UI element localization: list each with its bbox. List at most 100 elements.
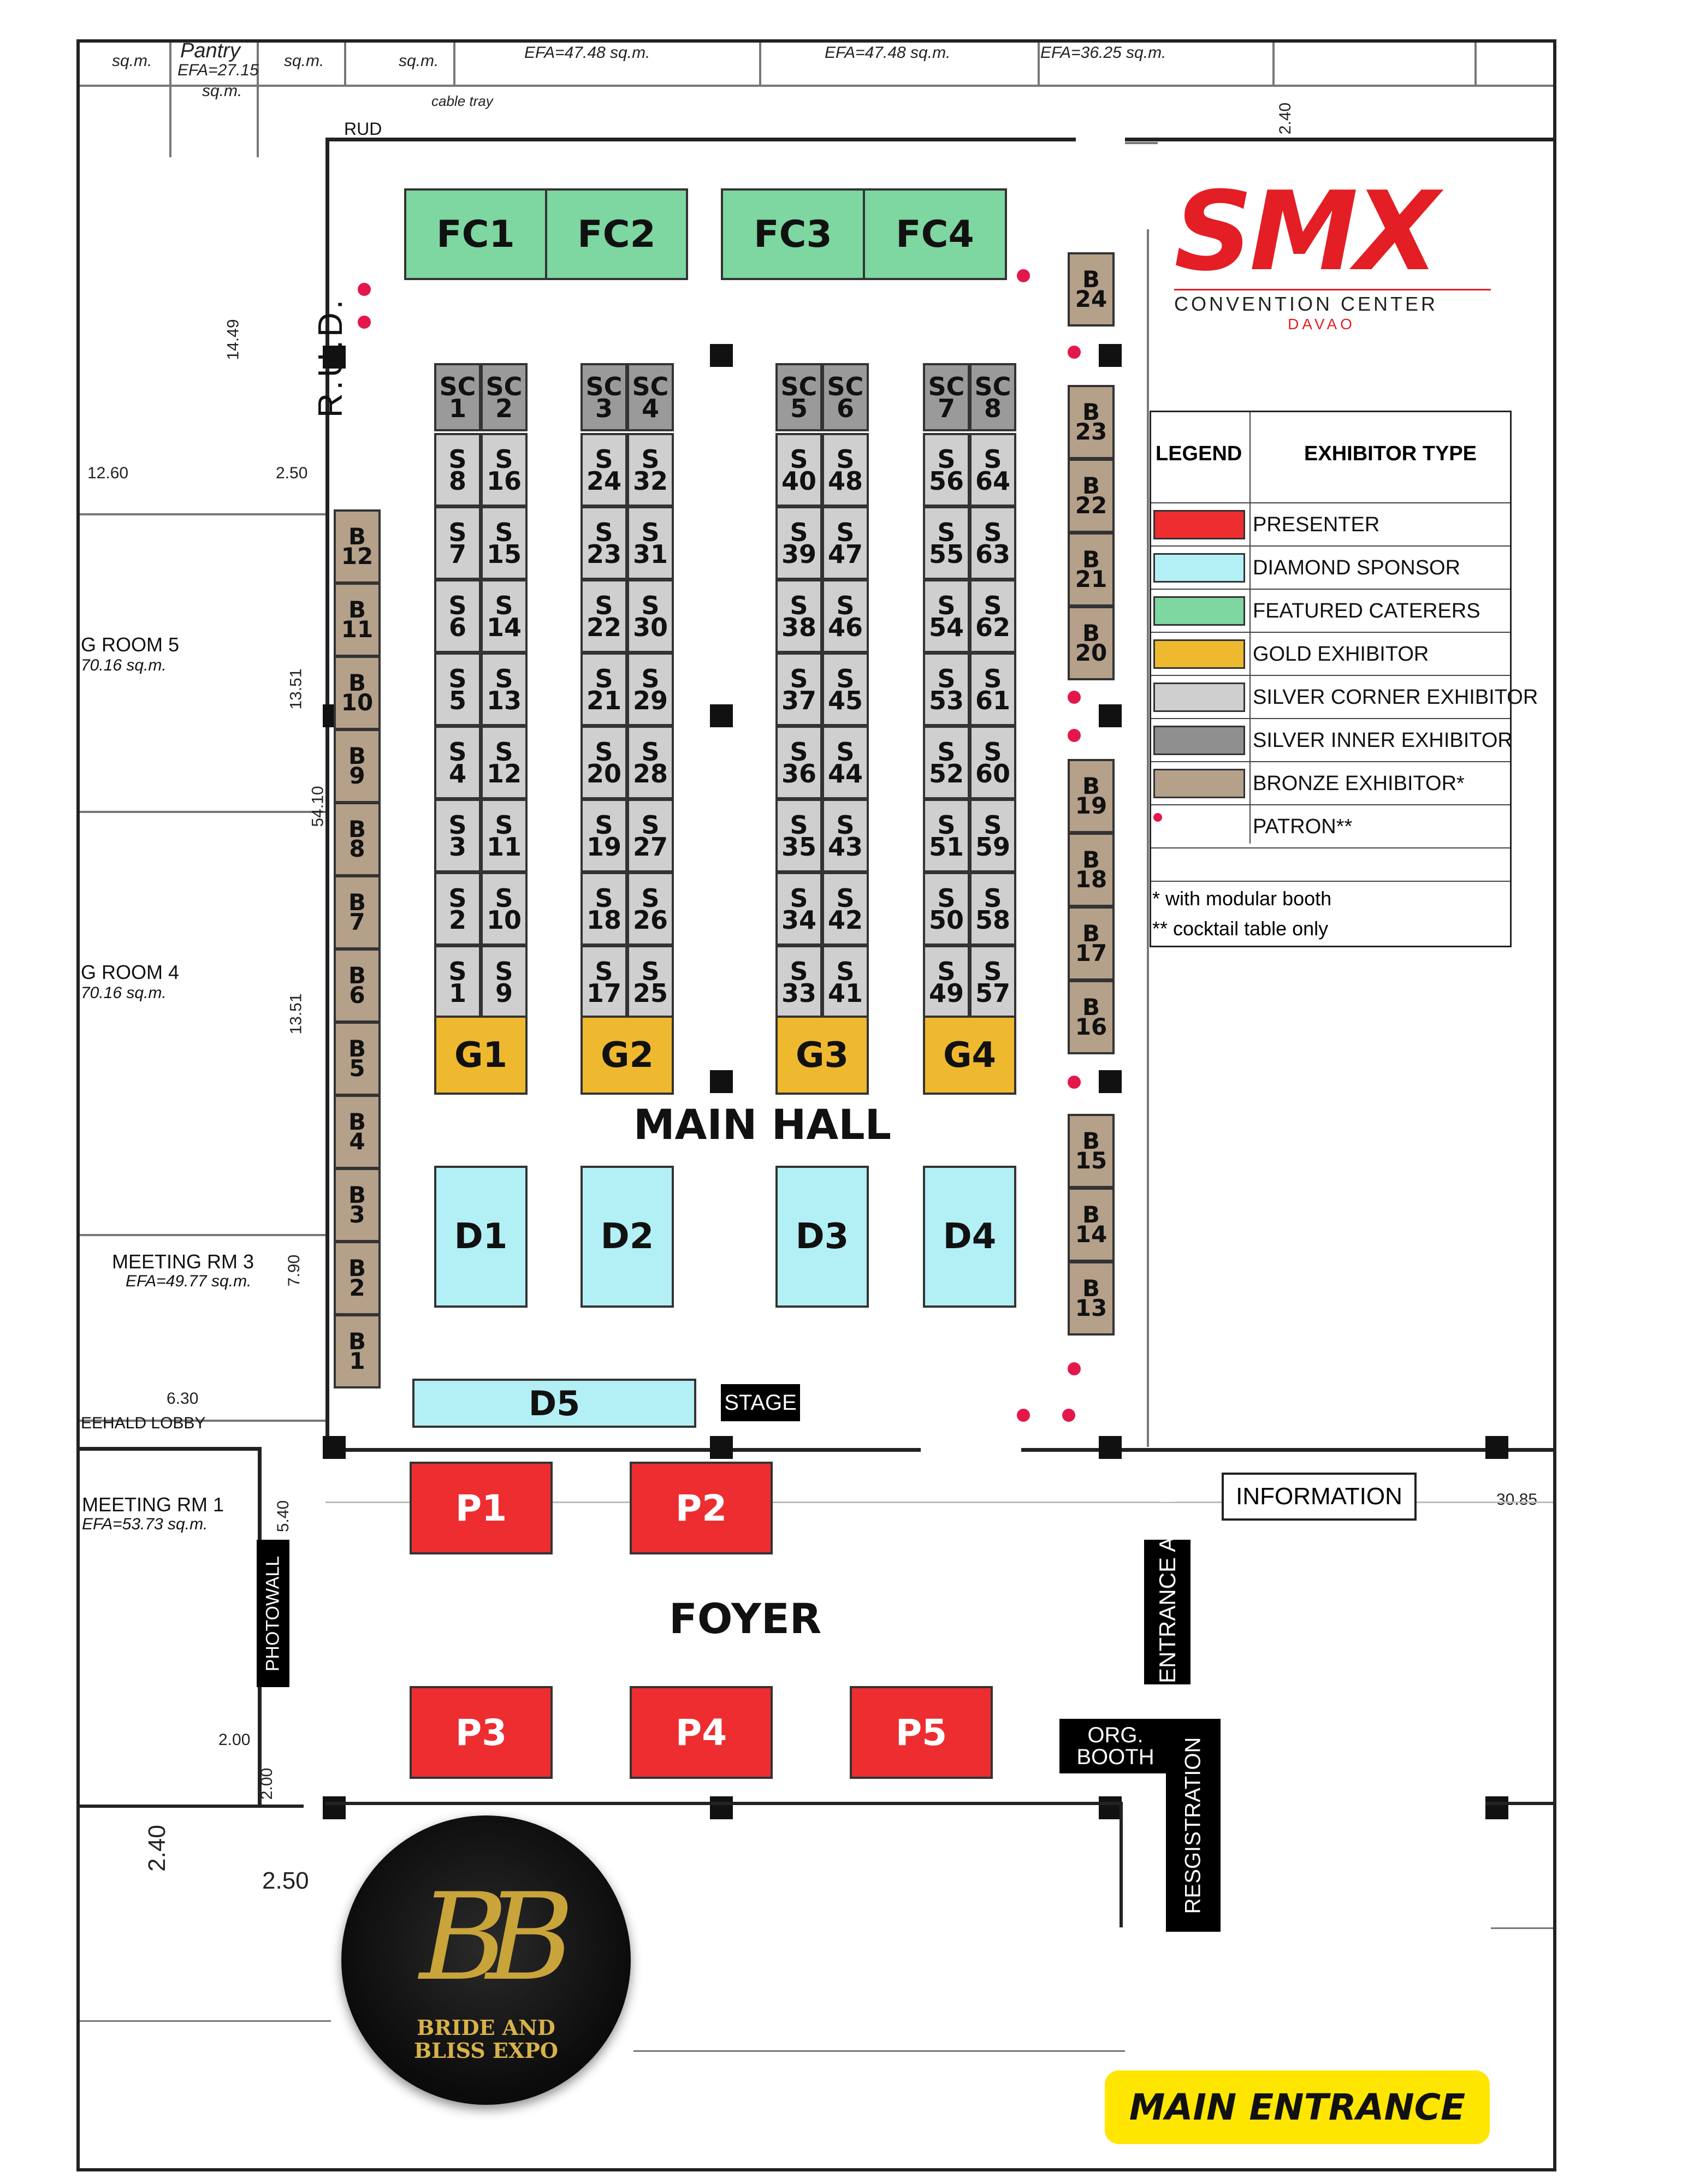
- booth-bronze[interactable]: B 18: [1068, 833, 1115, 907]
- booth-silver-corner[interactable]: S 57: [969, 945, 1016, 1019]
- booth-silver-corner[interactable]: S 26: [627, 872, 674, 946]
- booth-bronze[interactable]: B 7: [334, 875, 381, 949]
- booth-silver-corner[interactable]: S 31: [627, 506, 674, 580]
- booth-silver-corner[interactable]: S 40: [775, 433, 822, 507]
- booth-silver-corner[interactable]: S 17: [581, 945, 627, 1019]
- booth-silver-corner[interactable]: S 43: [822, 799, 869, 873]
- booth-silver-corner[interactable]: S 48: [822, 433, 869, 507]
- booth-p5[interactable]: P5: [850, 1686, 993, 1779]
- booth-bronze[interactable]: B 12: [334, 509, 381, 584]
- booth-silver-corner[interactable]: S 60: [969, 726, 1016, 799]
- booth-silver-corner[interactable]: S 8: [434, 433, 481, 507]
- booth-d4[interactable]: D4: [923, 1166, 1016, 1308]
- booth-silver-corner[interactable]: S 9: [481, 945, 528, 1019]
- booth-bronze[interactable]: B 2: [334, 1241, 381, 1315]
- booth-silver-corner[interactable]: S 23: [581, 506, 627, 580]
- booth-silver-corner[interactable]: S 30: [627, 579, 674, 653]
- booth-sc3[interactable]: SC 3: [581, 363, 627, 431]
- booth-silver-corner[interactable]: S 64: [969, 433, 1016, 507]
- booth-silver-corner[interactable]: S 1: [434, 945, 481, 1019]
- booth-silver-corner[interactable]: S 15: [481, 506, 528, 580]
- booth-silver-corner[interactable]: S 58: [969, 872, 1016, 946]
- booth-sc5[interactable]: SC 5: [775, 363, 822, 431]
- booth-d3[interactable]: D3: [775, 1166, 869, 1308]
- patron-table[interactable]: [358, 283, 371, 296]
- booth-silver-corner[interactable]: S 45: [822, 652, 869, 726]
- booth-bronze[interactable]: B 21: [1068, 532, 1115, 607]
- booth-bronze[interactable]: B 20: [1068, 606, 1115, 680]
- booth-sc1[interactable]: SC 1: [434, 363, 481, 431]
- booth-silver-corner[interactable]: S 54: [923, 579, 970, 653]
- booth-silver-corner[interactable]: S 25: [627, 945, 674, 1019]
- booth-silver-corner[interactable]: S 28: [627, 726, 674, 799]
- booth-silver-corner[interactable]: S 22: [581, 579, 627, 653]
- patron-table[interactable]: [1062, 1409, 1075, 1422]
- information-desk[interactable]: INFORMATION: [1222, 1473, 1417, 1521]
- booth-silver-corner[interactable]: S 55: [923, 506, 970, 580]
- booth-silver-corner[interactable]: S 62: [969, 579, 1016, 653]
- patron-table[interactable]: [1068, 1076, 1081, 1089]
- booth-silver-corner[interactable]: S 19: [581, 799, 627, 873]
- booth-silver-corner[interactable]: S 38: [775, 579, 822, 653]
- booth-silver-corner[interactable]: S 20: [581, 726, 627, 799]
- booth-fc2[interactable]: FC2: [545, 188, 688, 280]
- booth-bronze[interactable]: B 15: [1068, 1114, 1115, 1188]
- booth-silver-corner[interactable]: S 56: [923, 433, 970, 507]
- booth-silver-corner[interactable]: S 7: [434, 506, 481, 580]
- booth-bronze[interactable]: B 10: [334, 656, 381, 730]
- booth-bronze[interactable]: B 19: [1068, 759, 1115, 833]
- booth-p1[interactable]: P1: [410, 1462, 553, 1554]
- booth-silver-corner[interactable]: S 63: [969, 506, 1016, 580]
- booth-bronze[interactable]: B 5: [334, 1022, 381, 1096]
- booth-silver-corner[interactable]: S 10: [481, 872, 528, 946]
- booth-silver-corner[interactable]: S 52: [923, 726, 970, 799]
- booth-silver-corner[interactable]: S 21: [581, 652, 627, 726]
- org-booth[interactable]: ORG. BOOTH: [1059, 1719, 1171, 1773]
- booth-silver-corner[interactable]: S 44: [822, 726, 869, 799]
- booth-silver-corner[interactable]: S 32: [627, 433, 674, 507]
- booth-bronze[interactable]: B 4: [334, 1095, 381, 1169]
- booth-bronze[interactable]: B 1: [334, 1314, 381, 1388]
- booth-sc7[interactable]: SC 7: [923, 363, 970, 431]
- booth-p4[interactable]: P4: [630, 1686, 773, 1779]
- booth-bronze[interactable]: B 3: [334, 1168, 381, 1242]
- booth-silver-corner[interactable]: S 37: [775, 652, 822, 726]
- booth-bronze[interactable]: B 11: [334, 583, 381, 657]
- booth-sc6[interactable]: SC 6: [822, 363, 869, 431]
- booth-bronze[interactable]: B 16: [1068, 980, 1115, 1054]
- booth-silver-corner[interactable]: S 13: [481, 652, 528, 726]
- booth-silver-corner[interactable]: S 3: [434, 799, 481, 873]
- booth-silver-corner[interactable]: S 29: [627, 652, 674, 726]
- booth-silver-corner[interactable]: S 11: [481, 799, 528, 873]
- booth-bronze[interactable]: B 23: [1068, 385, 1115, 459]
- booth-silver-corner[interactable]: S 12: [481, 726, 528, 799]
- booth-fc1[interactable]: FC1: [404, 188, 547, 280]
- booth-silver-corner[interactable]: S 36: [775, 726, 822, 799]
- patron-table[interactable]: [1068, 1362, 1081, 1375]
- booth-silver-corner[interactable]: S 18: [581, 872, 627, 946]
- patron-table[interactable]: [1068, 691, 1081, 704]
- patron-table[interactable]: [358, 316, 371, 329]
- booth-silver-corner[interactable]: S 2: [434, 872, 481, 946]
- booth-silver-corner[interactable]: S 59: [969, 799, 1016, 873]
- booth-bronze[interactable]: B 17: [1068, 906, 1115, 981]
- booth-sc8[interactable]: SC 8: [969, 363, 1016, 431]
- booth-g2[interactable]: G2: [581, 1016, 674, 1095]
- booth-d5[interactable]: D5: [412, 1379, 696, 1428]
- booth-bronze[interactable]: B 6: [334, 948, 381, 1023]
- booth-silver-corner[interactable]: S 35: [775, 799, 822, 873]
- booth-silver-corner[interactable]: S 41: [822, 945, 869, 1019]
- booth-g1[interactable]: G1: [434, 1016, 528, 1095]
- booth-sc4[interactable]: SC 4: [627, 363, 674, 431]
- booth-bronze[interactable]: B 24: [1068, 252, 1115, 327]
- booth-fc3[interactable]: FC3: [721, 188, 865, 280]
- patron-table[interactable]: [1017, 1409, 1030, 1422]
- booth-silver-corner[interactable]: S 49: [923, 945, 970, 1019]
- booth-fc4[interactable]: FC4: [863, 188, 1007, 280]
- booth-bronze[interactable]: B 8: [334, 802, 381, 876]
- booth-silver-corner[interactable]: S 50: [923, 872, 970, 946]
- booth-silver-corner[interactable]: S 5: [434, 652, 481, 726]
- booth-bronze[interactable]: B 9: [334, 729, 381, 803]
- booth-silver-corner[interactable]: S 47: [822, 506, 869, 580]
- booth-p2[interactable]: P2: [630, 1462, 773, 1554]
